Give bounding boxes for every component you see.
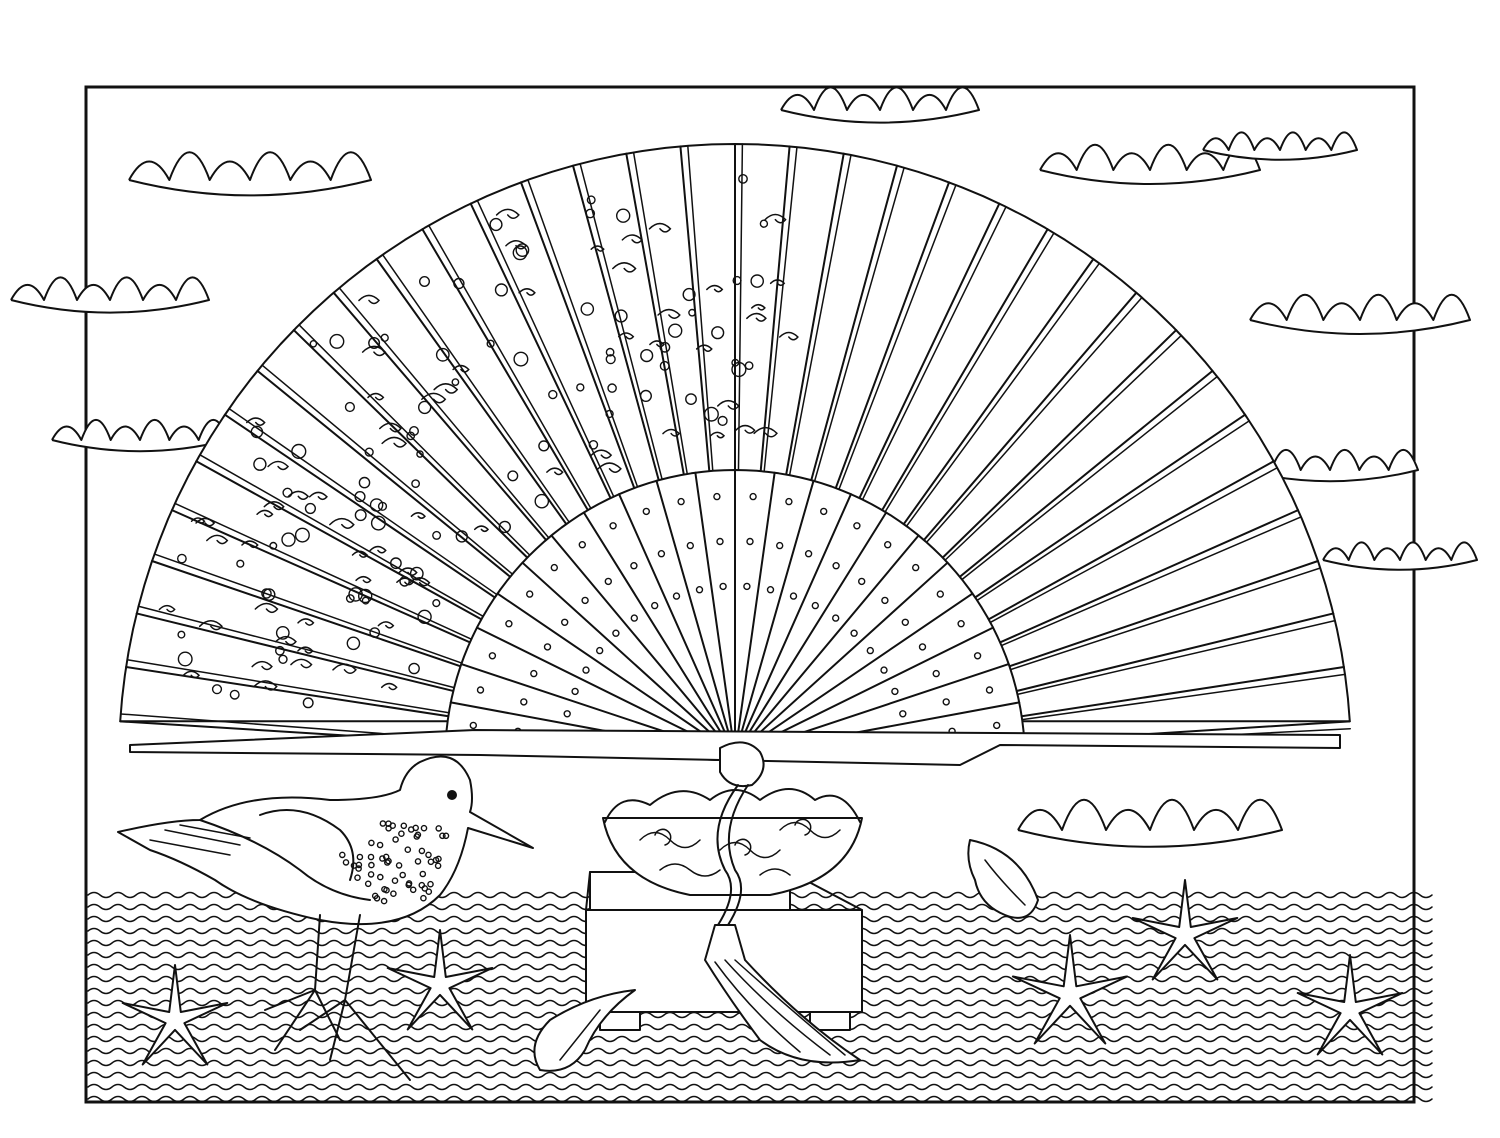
bird-eye-icon <box>447 790 457 800</box>
